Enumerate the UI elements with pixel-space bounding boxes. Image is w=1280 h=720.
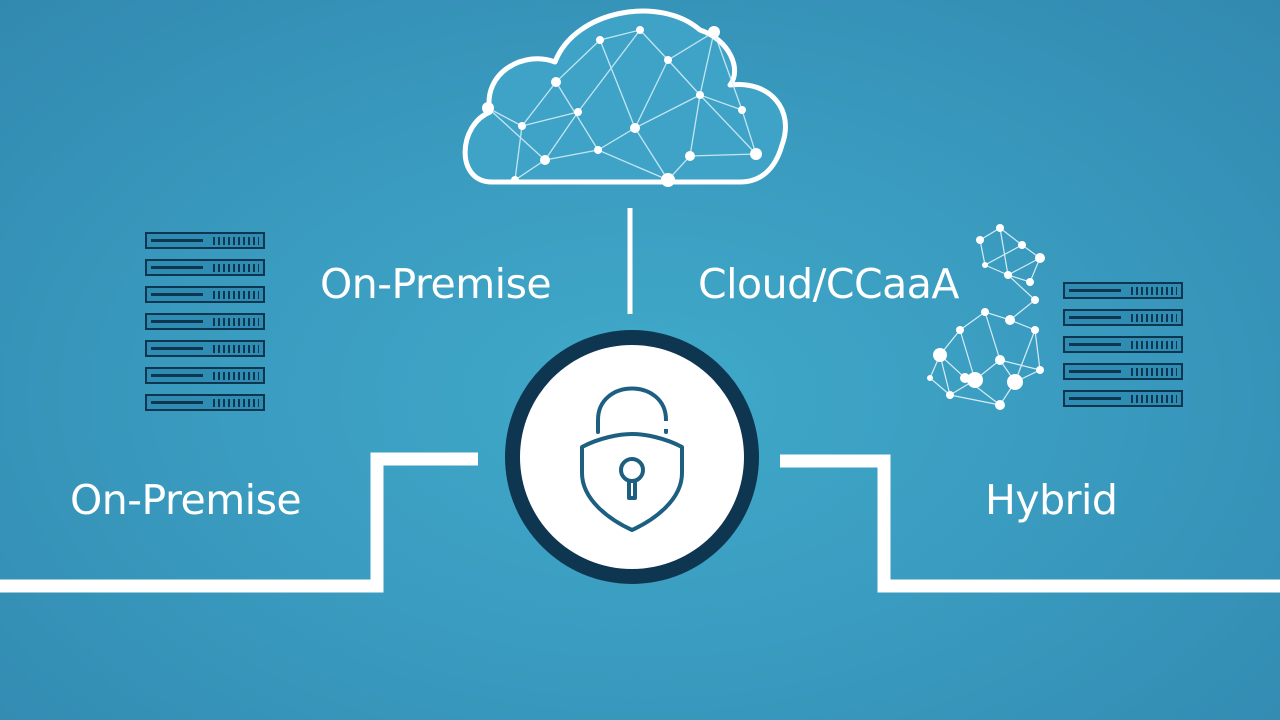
connector-left bbox=[0, 452, 478, 593]
server-unit bbox=[1063, 309, 1183, 326]
server-unit bbox=[1063, 363, 1183, 380]
server-unit bbox=[1063, 336, 1183, 353]
server-unit bbox=[145, 367, 265, 384]
server-unit bbox=[145, 394, 265, 411]
server-unit bbox=[145, 232, 265, 249]
connector-right bbox=[780, 454, 1280, 593]
network-mesh-icon bbox=[927, 224, 1045, 410]
label-top-right: Cloud/CCaaA bbox=[698, 260, 959, 308]
server-rack-icon bbox=[1063, 282, 1183, 417]
server-unit bbox=[145, 340, 265, 357]
server-unit bbox=[1063, 282, 1183, 299]
cloud-network-icon bbox=[462, 8, 788, 187]
label-bottom-right: Hybrid bbox=[985, 476, 1118, 524]
server-unit bbox=[145, 313, 265, 330]
server-unit bbox=[1063, 390, 1183, 407]
server-rack-icon bbox=[145, 232, 265, 421]
server-unit bbox=[145, 259, 265, 276]
label-bottom-left: On-Premise bbox=[70, 476, 302, 524]
server-unit bbox=[145, 286, 265, 303]
label-top-left: On-Premise bbox=[320, 260, 552, 308]
padlock-icon bbox=[580, 386, 684, 532]
